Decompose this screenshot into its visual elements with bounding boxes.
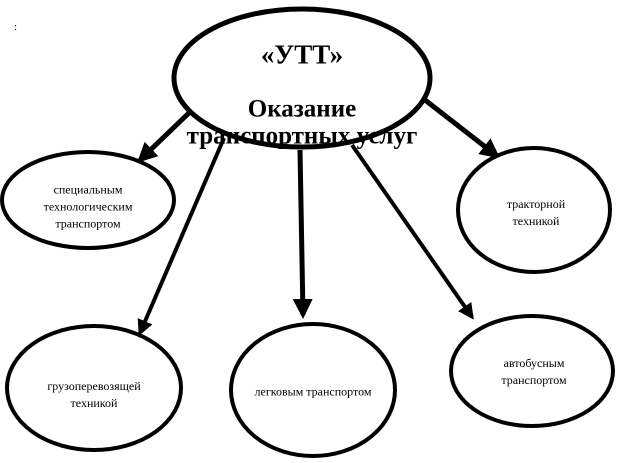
node-label-special: специальным технологическим транспортом — [43, 182, 133, 231]
node-ellipse-tractor — [456, 146, 612, 274]
node-label-bus: автобусным транспортом — [501, 356, 567, 387]
arrow-to-special — [137, 108, 194, 163]
node-ellipse-bus — [449, 314, 615, 428]
stray-colon-mark: : — [14, 21, 18, 33]
node-label-tractor: тракторной техникой — [506, 197, 566, 228]
node-ellipse-special — [0, 150, 176, 250]
node-label-cargo: грузоперевозящей техникой — [47, 379, 141, 410]
center-label: «УТТ» Оказание транспортных услуг — [187, 15, 418, 150]
node-ellipse-cars — [229, 322, 397, 458]
arrow-to-tractor — [423, 98, 501, 159]
arrow-to-cargo — [137, 137, 226, 336]
center-ellipse — [171, 6, 433, 150]
arrow-to-bus — [350, 143, 474, 320]
center-title: «УТТ» — [260, 39, 344, 70]
node-label-cars: легковым транспортом — [254, 384, 372, 399]
center-subtitle: Оказание транспортных услуг — [186, 95, 418, 150]
node-ellipse-cargo — [5, 324, 183, 452]
arrow-to-cars — [292, 149, 313, 319]
